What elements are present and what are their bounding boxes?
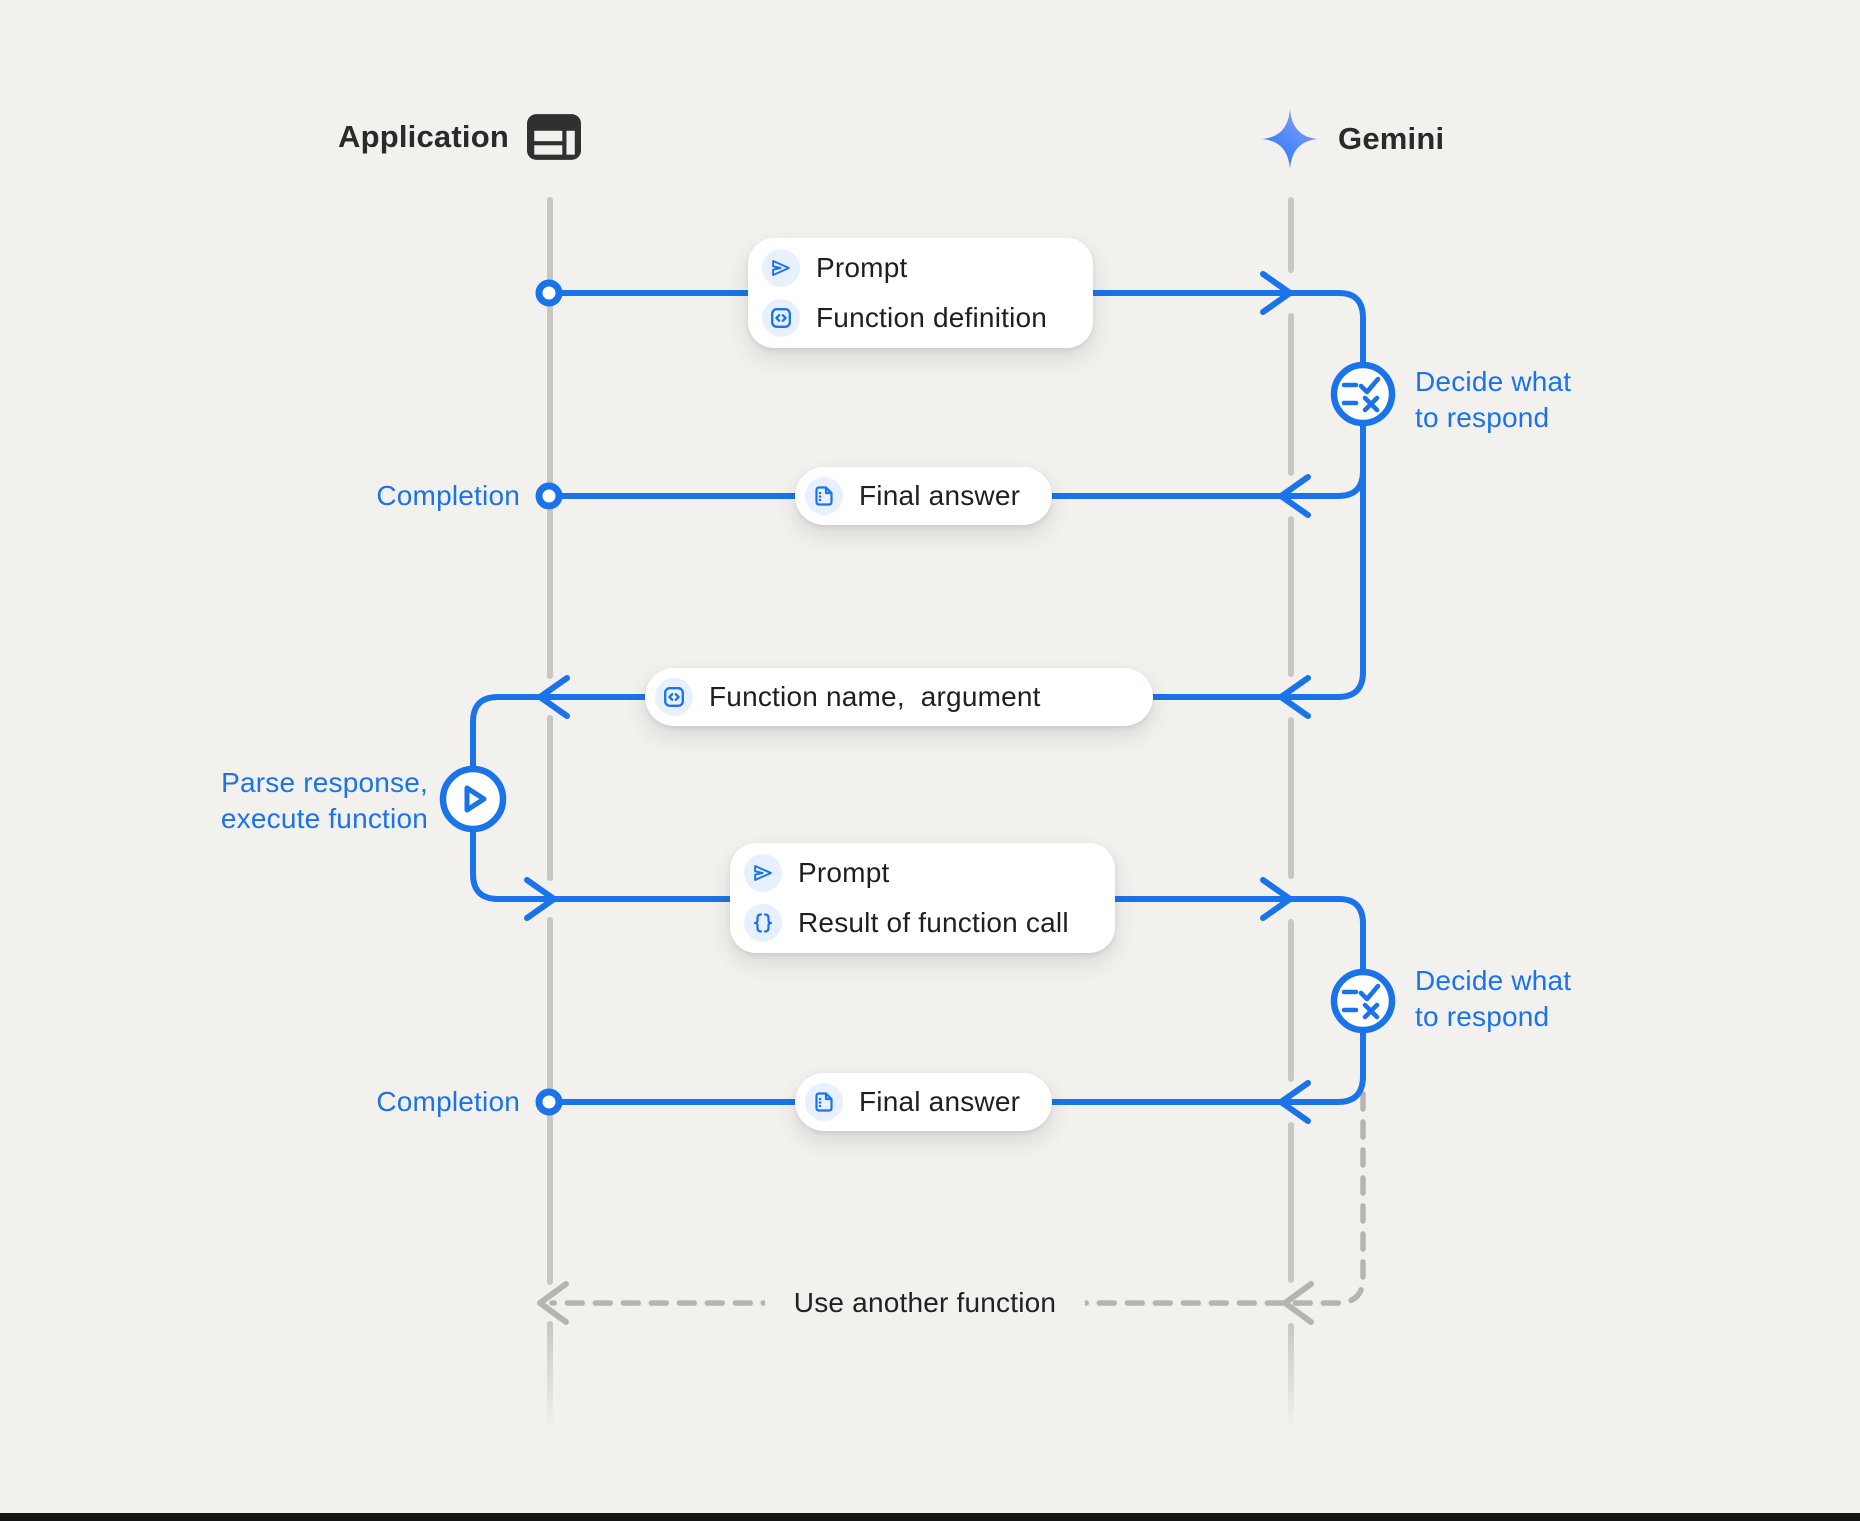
dashed-arrow-left-application (537, 1281, 569, 1325)
message-final-answer-2: Final answer (795, 1073, 1052, 1131)
decide-node-2 (1330, 968, 1396, 1034)
message-prompt-result: Prompt Result of function call (730, 843, 1115, 953)
decide-what-to-respond-label-2: Decide what to respond (1415, 965, 1572, 1032)
use-another-function-path (537, 1091, 1366, 1325)
application-label: Application (338, 119, 509, 154)
arrow-left-to-application (537, 675, 570, 719)
parse-execute-node (439, 765, 507, 833)
arrow-left-from-gemini-2 (1278, 675, 1311, 719)
message-row: Prompt (744, 854, 1097, 893)
arrow-right-to-gemini-1 (1260, 271, 1293, 315)
application-lane-header: Application (338, 114, 581, 160)
message-final-answer-1: Final answer (795, 467, 1052, 525)
arrow-right-to-gemini-2 (1260, 877, 1293, 921)
decide-what-to-respond-label-1: Decide what to respond (1415, 366, 1572, 433)
use-another-function-label: Use another function (765, 1283, 1085, 1323)
web-app-icon (526, 114, 581, 160)
message-label: Result of function call (798, 906, 1069, 938)
start-terminal (535, 279, 563, 307)
gemini-lane-header: Gemini (1260, 106, 1444, 172)
arrow-right-from-application (524, 877, 557, 921)
message-row: Final answer (805, 477, 1034, 515)
flow-terminals (535, 279, 563, 1116)
message-label: Function name, argument (709, 681, 1041, 712)
play-icon (464, 785, 487, 813)
message-prompt-function-definition: Prompt Function definition (748, 238, 1093, 348)
completion-terminal-1 (535, 482, 563, 510)
arrow-left-from-gemini-1 (1278, 474, 1311, 518)
dashed-arrow-left-gemini (1282, 1281, 1314, 1325)
rule-icon (1341, 376, 1381, 413)
bottom-edge-bar (0, 1513, 1860, 1521)
message-label: Final answer (859, 480, 1021, 511)
completion-label-2: Completion (376, 1086, 520, 1117)
message-label: Function definition (816, 301, 1048, 333)
braces-icon (744, 903, 782, 942)
message-row: Prompt (762, 249, 1075, 288)
message-label: Prompt (798, 857, 890, 889)
arrow-left-from-gemini-3 (1278, 1080, 1311, 1124)
document-icon (805, 1083, 843, 1121)
send-icon (744, 854, 782, 893)
message-label: Final answer (859, 1086, 1021, 1117)
message-row: Final answer (805, 1083, 1034, 1121)
parse-response-label: Parse response, execute function (220, 767, 428, 834)
gemini-label: Gemini (1338, 121, 1445, 156)
rule-icon (1341, 983, 1381, 1020)
code-icon (655, 678, 693, 716)
final-answer-branch-1 (559, 442, 1366, 499)
message-row: Result of function call (744, 903, 1097, 942)
message-row: Function definition (762, 298, 1075, 337)
gemini-star-icon (1262, 109, 1318, 169)
message-row: Function name, argument (655, 678, 1135, 716)
code-icon (762, 298, 800, 337)
message-function-name-argument: Function name, argument (645, 668, 1153, 726)
completion-terminal-2 (535, 1088, 563, 1116)
message-label: Prompt (816, 252, 908, 284)
decide-node-1 (1330, 361, 1396, 427)
document-icon (805, 477, 843, 515)
completion-label-1: Completion (376, 480, 520, 511)
send-icon (762, 249, 800, 288)
